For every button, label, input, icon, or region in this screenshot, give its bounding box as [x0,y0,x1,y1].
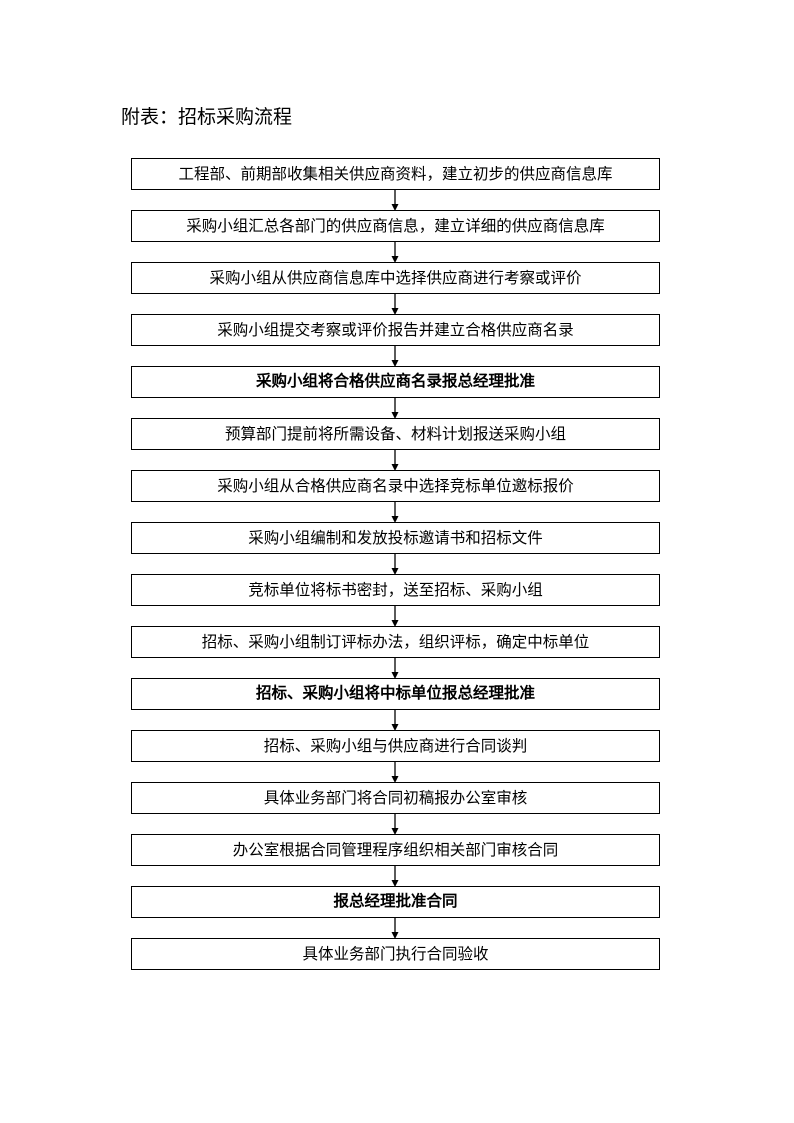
flow-arrow [389,397,401,419]
flow-step-box: 工程部、前期部收集相关供应商资料，建立初步的供应商信息库 [131,158,660,190]
flow-arrow [389,345,401,367]
flow-step-box: 采购小组将合格供应商名录报总经理批准 [131,366,660,398]
flow-arrow [389,813,401,835]
flow-arrow [389,865,401,887]
flow-step-box: 竞标单位将标书密封，送至招标、采购小组 [131,574,660,606]
flow-step-box: 办公室根据合同管理程序组织相关部门审核合同 [131,834,660,866]
flow-step-box: 采购小组从合格供应商名录中选择竞标单位邀标报价 [131,470,660,502]
flow-arrow [389,553,401,575]
flow-arrow [389,761,401,783]
page-title: 附表：招标采购流程 [121,106,293,128]
flow-arrow [389,605,401,627]
flow-step-box: 具体业务部门将合同初稿报办公室审核 [131,782,660,814]
flow-step-box: 采购小组汇总各部门的供应商信息，建立详细的供应商信息库 [131,210,660,242]
flow-arrow [389,501,401,523]
flow-step-box: 采购小组从供应商信息库中选择供应商进行考察或评价 [131,262,660,294]
flow-step-box: 具体业务部门执行合同验收 [131,938,660,970]
flow-arrow [389,189,401,211]
flow-step-box: 采购小组提交考察或评价报告并建立合格供应商名录 [131,314,660,346]
flow-step-box: 采购小组编制和发放投标邀请书和招标文件 [131,522,660,554]
flow-step-box: 招标、采购小组制订评标办法，组织评标，确定中标单位 [131,626,660,658]
flow-arrow [389,917,401,939]
flow-step-box: 招标、采购小组与供应商进行合同谈判 [131,730,660,762]
flow-arrow [389,241,401,263]
flow-step-box: 报总经理批准合同 [131,886,660,918]
flow-arrow [389,657,401,679]
flow-step-box: 预算部门提前将所需设备、材料计划报送采购小组 [131,418,660,450]
flow-arrow [389,293,401,315]
flow-arrow [389,709,401,731]
flow-step-box: 招标、采购小组将中标单位报总经理批准 [131,678,660,710]
flow-arrow [389,449,401,471]
